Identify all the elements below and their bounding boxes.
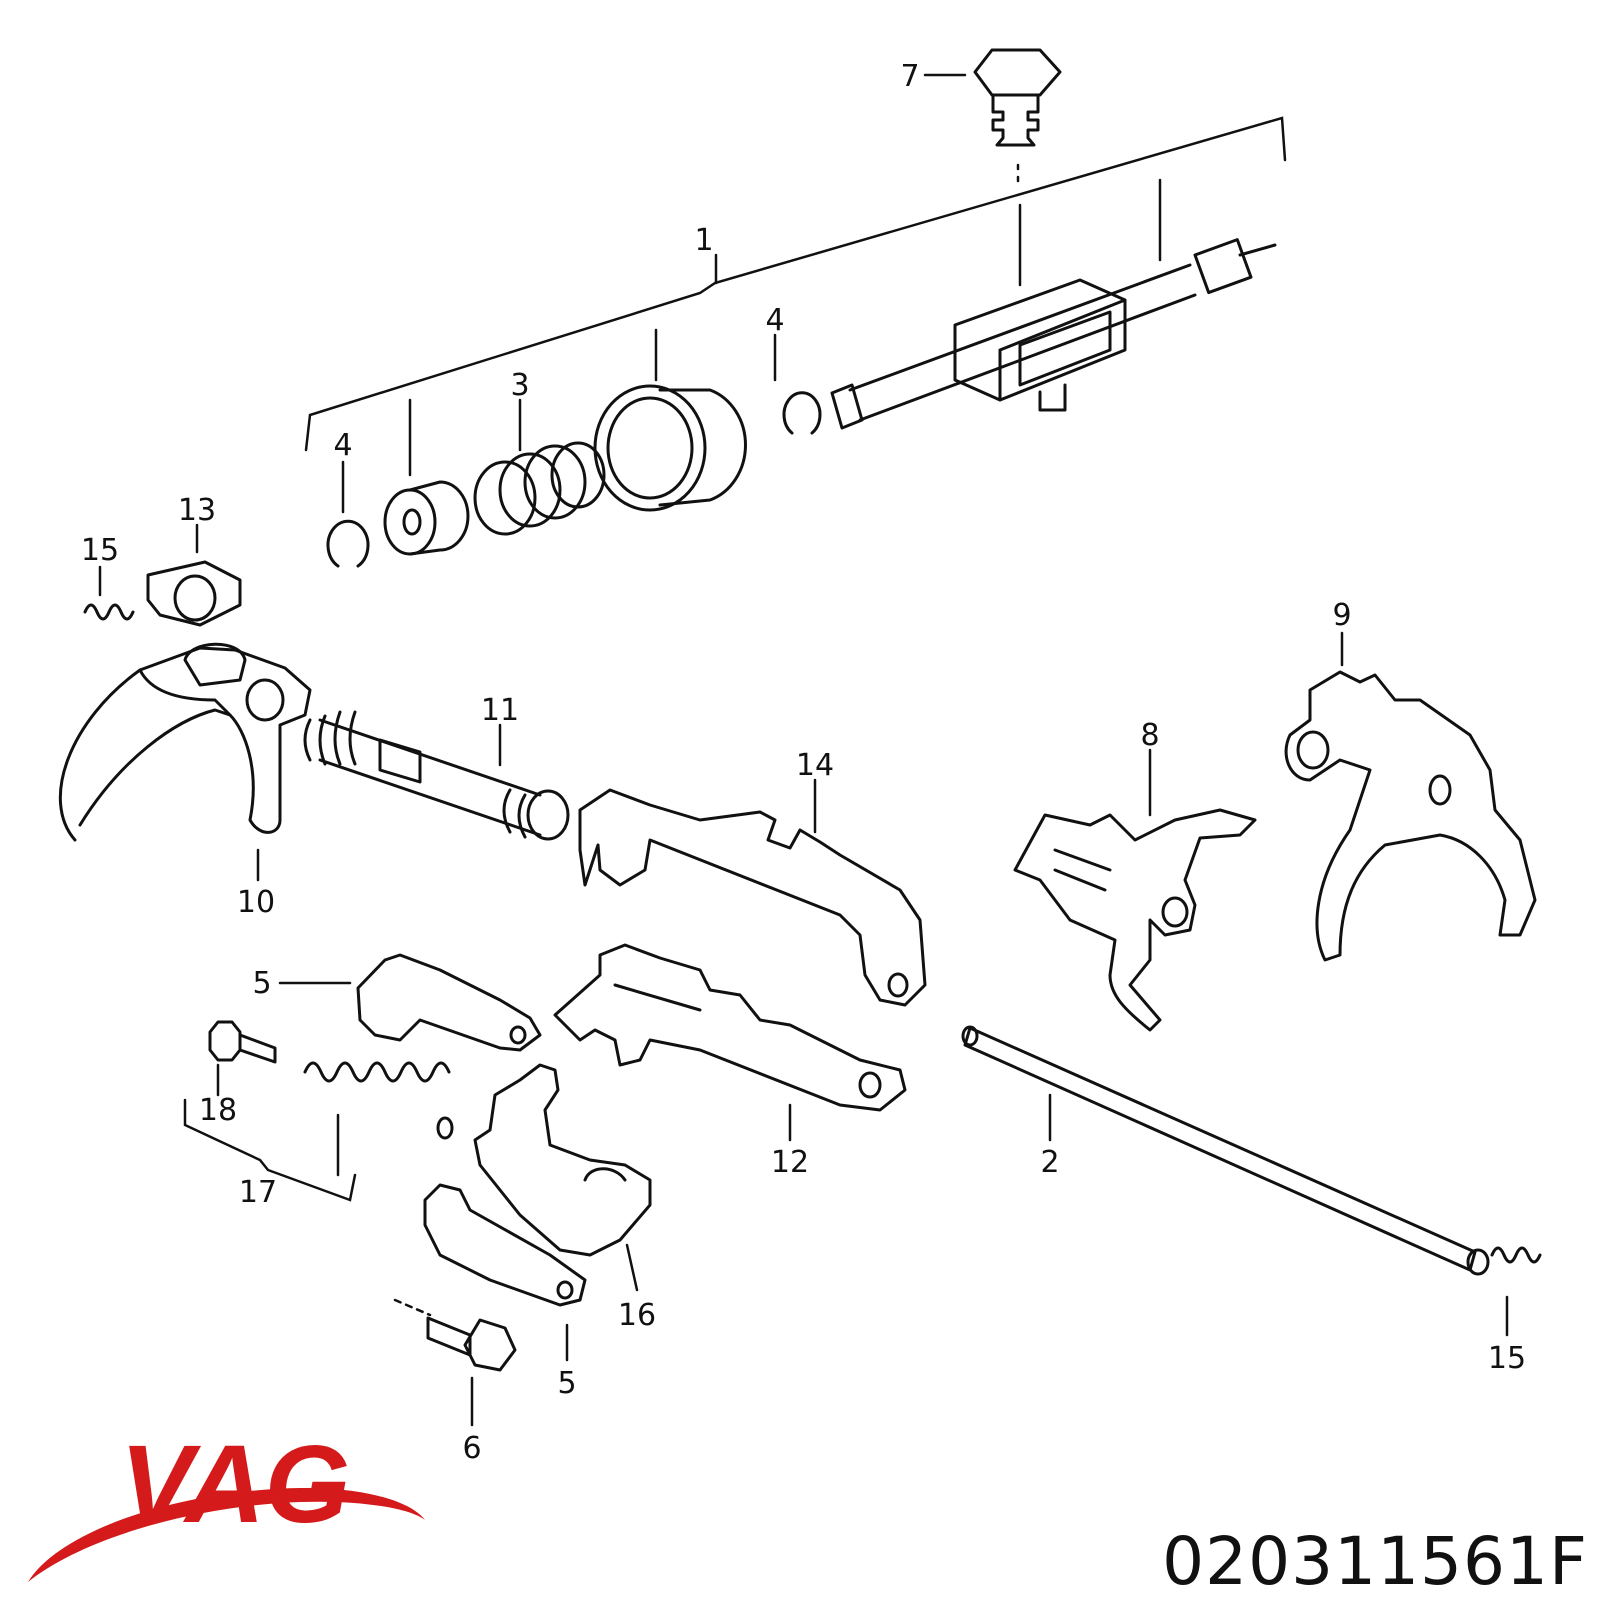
selector-plate-part-14 [578,778,927,1007]
callout-1: 1 [694,223,713,258]
selector-shaft-housing [830,178,1277,430]
callout-10: 10 [237,885,275,920]
shaft-part-11 [303,710,570,841]
guide-piece-part-13 [146,523,242,627]
callout-8: 8 [1140,718,1159,753]
spring-part-3 [473,398,606,536]
callout-6: 6 [462,1431,481,1466]
bracket-part-5-lower [393,1183,587,1362]
fork-part-9 [1284,631,1537,962]
assembly-1-bracket [304,116,1287,452]
callout-labels: 1 2 3 4 4 5 5 6 7 8 9 10 11 12 13 14 15 … [81,59,1526,1466]
callout-17: 17 [239,1175,277,1210]
bracket-part-16 [473,1063,652,1292]
callout-12: 12 [771,1145,809,1180]
sleeve [593,328,747,512]
callout-13: 13 [178,493,216,528]
circlip-part-4-right [773,333,822,435]
fork-part-8 [1013,748,1257,1032]
callout-5-upper: 5 [252,966,271,1001]
callout-5-lower: 5 [557,1366,576,1401]
bolt-part-7 [923,48,1062,287]
callout-11: 11 [481,693,519,728]
vag-logo-swoosh [28,1487,425,1582]
vag-logo-text: VAG [120,1423,350,1546]
spring-part-15-right [1466,1246,1542,1337]
part-number: 020311561F [1162,1523,1588,1600]
spring-part-15-left [83,565,135,621]
bracket-part-5-upper [278,953,542,1052]
pin-part-18 [208,1020,277,1097]
spring-part-17 [303,1061,454,1177]
bushing [383,398,470,556]
callout-9: 9 [1332,598,1351,633]
shift-fork-part-10 [58,642,312,882]
callout-18: 18 [199,1093,237,1128]
vag-logo: VAG [28,1423,425,1582]
bolt-part-6 [426,1316,517,1427]
callout-7: 7 [900,59,919,94]
callout-14: 14 [796,748,834,783]
assembly-17-bracket [183,1098,357,1202]
callout-4-left: 4 [333,428,352,463]
callout-16: 16 [618,1298,656,1333]
callout-15-right: 15 [1488,1341,1526,1376]
callout-4-right: 4 [765,303,784,338]
callout-3: 3 [510,368,529,403]
selector-plate-part-12 [553,943,907,1142]
callout-15-left: 15 [81,533,119,568]
callout-2: 2 [1040,1145,1059,1180]
circlip-part-4-left [326,460,370,568]
